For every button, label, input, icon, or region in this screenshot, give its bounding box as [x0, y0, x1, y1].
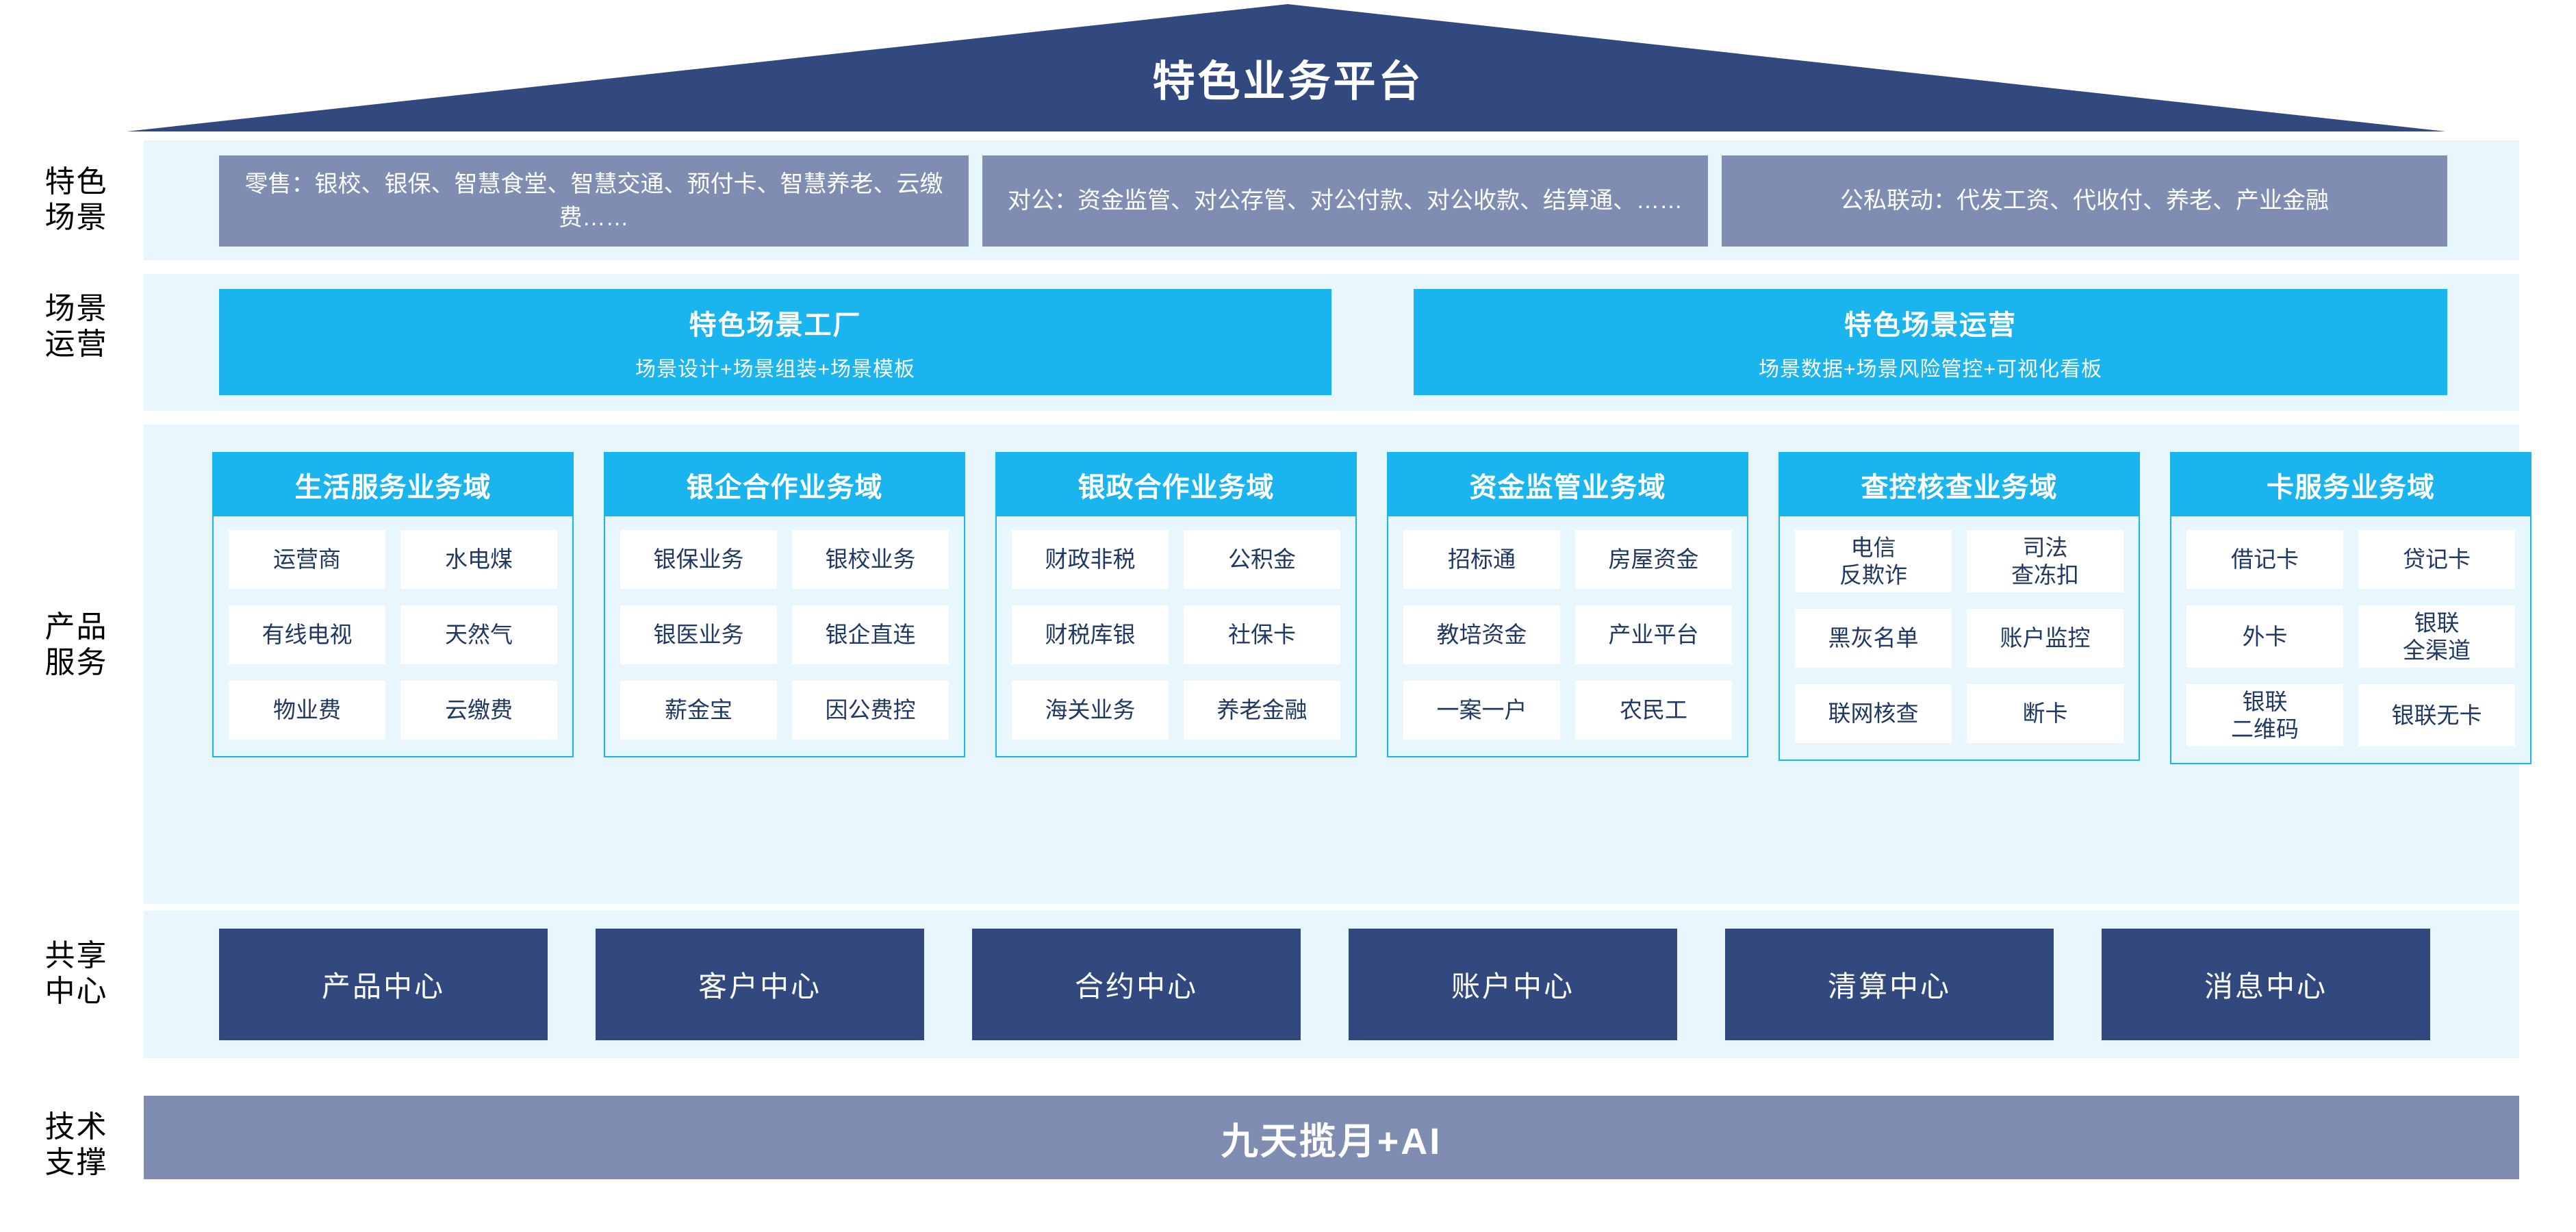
center-box-account[interactable]: 账户中心 [1349, 929, 1677, 1040]
domain-cell[interactable]: 水电煤 [400, 530, 557, 589]
domain-cell[interactable]: 农民工 [1575, 681, 1732, 740]
domain-card-bank-government[interactable]: 银政合作业务域财政非税公积金财税库银社保卡海关业务养老金融 [995, 452, 1357, 757]
domain-card-investigation[interactable]: 查控核查业务域电信 反欺诈司法 查冻扣黑灰名单账户监控联网核查断卡 [1778, 452, 2140, 762]
domain-cell[interactable]: 房屋资金 [1575, 530, 1732, 589]
center-box-message[interactable]: 消息中心 [2102, 929, 2430, 1040]
domain-card-life-service[interactable]: 生活服务业务域运营商水电煤有线电视天然气物业费云缴费 [212, 452, 574, 757]
scene-box-public-private[interactable]: 公私联动：代发工资、代收付、养老、产业金融 [1722, 155, 2447, 247]
domain-title: 银政合作业务域 [997, 453, 1355, 516]
domain-cell[interactable]: 社保卡 [1184, 605, 1340, 664]
center-box-product[interactable]: 产品中心 [219, 929, 548, 1040]
row-label-operations: 场景 运营 [44, 292, 108, 361]
domain-cell[interactable]: 养老金融 [1184, 681, 1340, 740]
domain-cell[interactable]: 产业平台 [1575, 605, 1732, 664]
roof-triangle-shape [127, 4, 2446, 131]
domain-title: 资金监管业务域 [1388, 453, 1747, 516]
domain-title: 生活服务业务域 [214, 453, 572, 516]
domain-cell[interactable]: 银联 全渠道 [2358, 605, 2515, 668]
domain-title: 查控核查业务域 [1780, 453, 2139, 516]
domain-cell[interactable]: 银校业务 [792, 530, 949, 589]
domain-cell-grid: 电信 反欺诈司法 查冻扣黑灰名单账户监控联网核查断卡 [1780, 516, 2139, 759]
operations-band: 特色场景工厂 场景设计+场景组装+场景模板 特色场景运营 场景数据+场景风险管控… [144, 274, 2519, 411]
platform-roof: 特色业务平台 [0, 0, 2576, 137]
domain-cell[interactable]: 电信 反欺诈 [1795, 530, 1952, 593]
domain-cell[interactable]: 银医业务 [620, 605, 777, 664]
domain-cell[interactable]: 云缴费 [400, 681, 557, 740]
domain-cell[interactable]: 账户监控 [1967, 609, 2124, 668]
center-box-contract[interactable]: 合约中心 [972, 929, 1301, 1040]
row-label-scenes: 特色 场景 [44, 165, 108, 234]
domain-cell[interactable]: 财税库银 [1012, 605, 1169, 664]
row-label-tech: 技术 支撑 [44, 1110, 108, 1179]
ops-title: 特色场景工厂 [689, 310, 862, 340]
ops-box-scene-factory[interactable]: 特色场景工厂 场景设计+场景组装+场景模板 [219, 289, 1331, 395]
center-box-customer[interactable]: 客户中心 [596, 929, 924, 1040]
domain-cell[interactable]: 黑灰名单 [1795, 609, 1952, 668]
domain-cell-grid: 招标通房屋资金教培资金产业平台一案一户农民工 [1388, 516, 1747, 756]
domain-cell[interactable]: 海关业务 [1012, 681, 1169, 740]
domain-title: 银企合作业务域 [605, 453, 964, 516]
domain-cell[interactable]: 断卡 [1967, 684, 2124, 744]
scene-box-retail[interactable]: 零售：银校、银保、智慧食堂、智慧交通、预付卡、智慧养老、云缴费…… [219, 155, 969, 247]
domain-cell[interactable]: 借记卡 [2186, 530, 2343, 589]
tech-support-bar[interactable]: 九天揽月+AI [144, 1096, 2519, 1179]
row-label-centers: 共享 中心 [44, 939, 108, 1008]
ops-subtitle: 场景设计+场景组装+场景模板 [635, 357, 916, 381]
domain-cell[interactable]: 教培资金 [1403, 605, 1560, 664]
page-title: 特色业务平台 [1152, 58, 1424, 105]
scenes-band: 零售：银校、银保、智慧食堂、智慧交通、预付卡、智慧养老、云缴费…… 对公：资金监… [144, 140, 2519, 260]
domain-cell[interactable]: 因公费控 [792, 681, 949, 740]
domain-cell[interactable]: 司法 查冻扣 [1967, 530, 2124, 593]
tech-support-band: 九天揽月+AI [144, 1096, 2519, 1192]
row-label-products: 产品 服务 [44, 610, 108, 679]
scene-box-corporate[interactable]: 对公：资金监管、对公存管、对公付款、对公收款、结算通、…… [982, 155, 1708, 247]
domain-cell[interactable]: 一案一户 [1403, 681, 1560, 740]
domain-card-bank-enterprise[interactable]: 银企合作业务域银保业务银校业务银医业务银企直连薪金宝因公费控 [604, 452, 965, 757]
domain-cell[interactable]: 有线电视 [229, 605, 385, 664]
center-box-clearing[interactable]: 清算中心 [1725, 929, 2054, 1040]
domain-cell[interactable]: 公积金 [1184, 530, 1340, 589]
ops-box-scene-operation[interactable]: 特色场景运营 场景数据+场景风险管控+可视化看板 [1414, 289, 2447, 395]
domain-cell[interactable]: 银保业务 [620, 530, 777, 589]
domain-cell[interactable]: 外卡 [2186, 605, 2343, 668]
domain-card-fund-supervision[interactable]: 资金监管业务域招标通房屋资金教培资金产业平台一案一户农民工 [1387, 452, 1748, 757]
domain-cell[interactable]: 银企直连 [792, 605, 949, 664]
domain-cell[interactable]: 银联 二维码 [2186, 684, 2343, 747]
domain-cell[interactable]: 联网核查 [1795, 684, 1952, 744]
domain-cell-grid: 财政非税公积金财税库银社保卡海关业务养老金融 [997, 516, 1355, 756]
ops-subtitle: 场景数据+场景风险管控+可视化看板 [1758, 357, 2103, 381]
domain-cell[interactable]: 贷记卡 [2358, 530, 2515, 589]
domain-cell[interactable]: 招标通 [1403, 530, 1560, 589]
domain-cell[interactable]: 物业费 [229, 681, 385, 740]
domain-cell[interactable]: 运营商 [229, 530, 385, 589]
products-band: 生活服务业务域运营商水电煤有线电视天然气物业费云缴费 银企合作业务域银保业务银校… [144, 425, 2532, 904]
domain-cell-grid: 银保业务银校业务银医业务银企直连薪金宝因公费控 [605, 516, 964, 756]
shared-centers-band: 产品中心 客户中心 合约中心 账户中心 清算中心 消息中心 [144, 911, 2519, 1058]
domain-cell-grid: 借记卡贷记卡外卡银联 全渠道银联 二维码银联无卡 [2171, 516, 2530, 763]
domain-card-card-service[interactable]: 卡服务业务域借记卡贷记卡外卡银联 全渠道银联 二维码银联无卡 [2170, 452, 2532, 765]
domain-title: 卡服务业务域 [2171, 453, 2530, 516]
domain-cell[interactable]: 银联无卡 [2358, 684, 2515, 747]
domain-cell[interactable]: 薪金宝 [620, 681, 777, 740]
domain-cell[interactable]: 财政非税 [1012, 530, 1169, 589]
domain-cell[interactable]: 天然气 [400, 605, 557, 664]
ops-title: 特色场景运营 [1844, 310, 2017, 340]
domain-cell-grid: 运营商水电煤有线电视天然气物业费云缴费 [214, 516, 572, 756]
